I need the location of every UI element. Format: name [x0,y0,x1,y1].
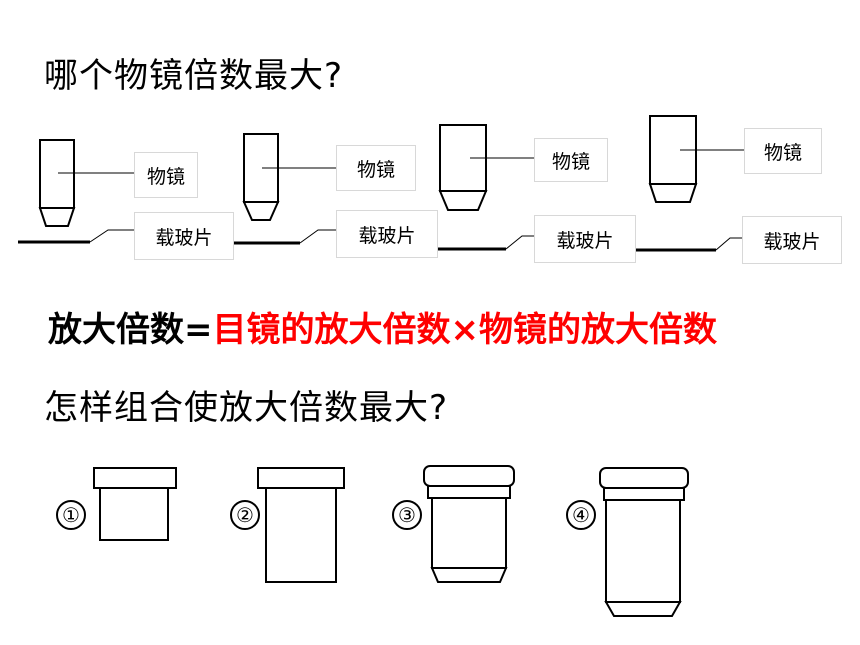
label-slide-2: 载玻片 [336,210,438,258]
lens-number-2: ② [230,500,260,530]
label-objective-1: 物镜 [134,152,198,198]
objective-diagram-3 [432,124,534,251]
lens-number-4: ④ [566,500,596,530]
objective-tip-3 [438,190,488,211]
objective-diagram-1 [18,139,134,244]
label-objective-3: 物镜 [534,138,608,182]
objective-body-1 [39,139,75,209]
objective-tip-1 [38,207,76,227]
objective-tip-2 [242,201,280,221]
objective-diagram-2 [232,133,336,245]
magnification-formula: 放大倍数=目镜的放大倍数×物镜的放大倍数 [48,302,717,351]
objective-lens-3 [423,465,515,583]
pointer-slide-4 [715,237,742,251]
label-objective-2: 物镜 [336,145,416,191]
formula-rhs: 目镜的放大倍数×物镜的放大倍数 [212,310,718,350]
objective-lens-4 [599,467,689,617]
eyepiece-2 [257,467,345,583]
question-which-objective: 哪个物镜倍数最大? [44,56,344,96]
formula-lhs: 放大倍数= [48,310,213,350]
lens-number-3: ③ [392,500,422,530]
lens-number-1: ① [56,500,86,530]
label-slide-4: 载玻片 [742,216,842,264]
label-slide-3: 载玻片 [534,215,636,263]
label-slide-1: 载玻片 [134,212,234,260]
objective-diagram-4 [636,115,744,252]
pointer-slide-2 [299,229,336,244]
pointer-slide-1 [89,229,134,243]
eyepiece-1 [93,467,177,541]
label-objective-4: 物镜 [744,128,822,174]
objective-tip-4 [648,183,698,203]
question-best-combination: 怎样组合使放大倍数最大? [44,388,449,428]
pointer-slide-3 [505,235,534,250]
